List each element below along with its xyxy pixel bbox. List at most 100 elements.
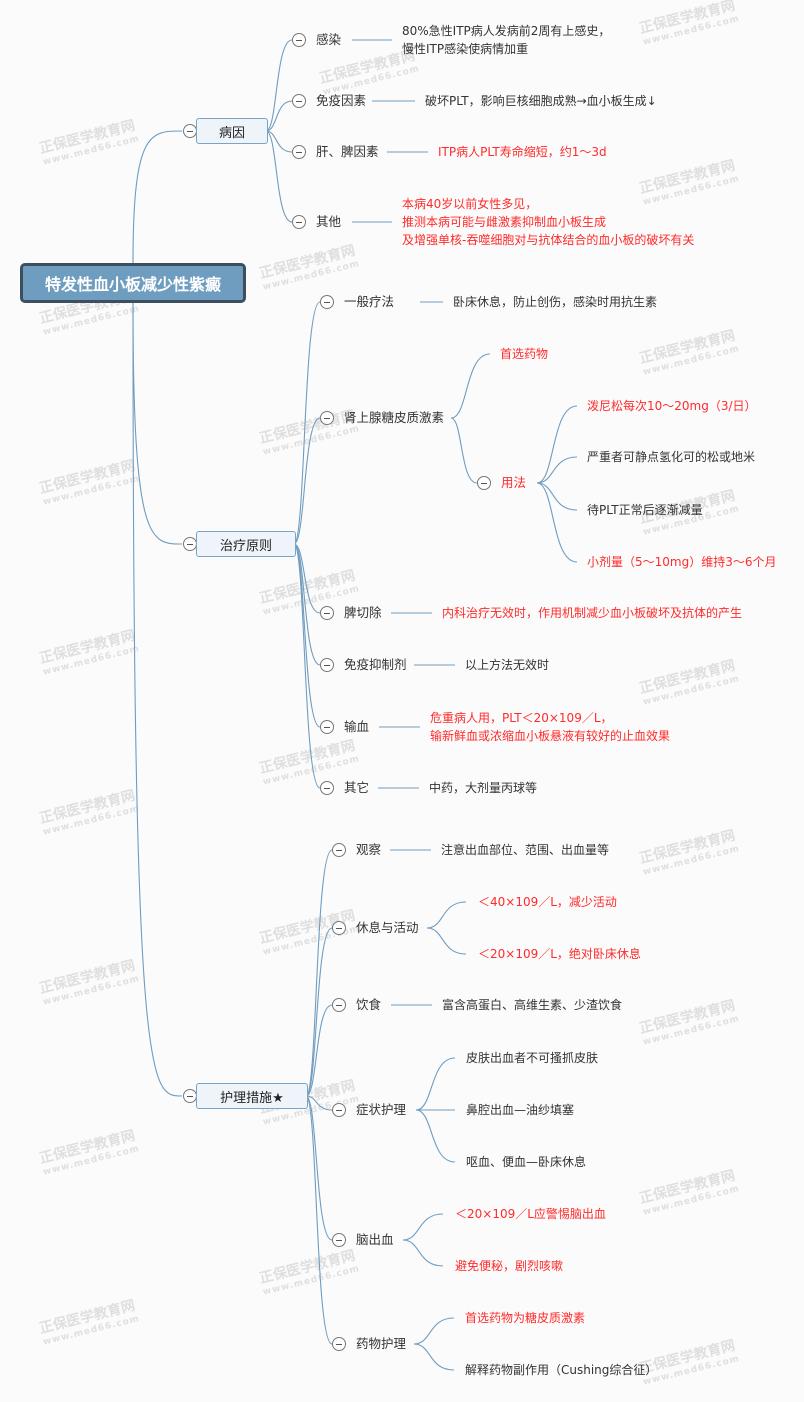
topic-label[interactable]: 免疫抑制剂 [344,657,407,672]
topic-detail: 慢性ITP感染使病情加重 [402,42,529,56]
collapse-toggle[interactable] [477,476,491,490]
topic-label[interactable]: 饮食 [356,997,382,1012]
connector [426,927,467,955]
subtopic-item[interactable]: 鼻腔出血—油纱填塞 [466,1103,575,1117]
topic-label[interactable]: 肝、脾因素 [316,144,379,159]
topic-label[interactable]: 感染 [316,32,342,47]
topic-detail: 输新鲜血或浓缩血小板悬液有较好的止血效果 [430,729,671,743]
connector [402,1239,444,1267]
subtopic-item[interactable]: 解释药物副作用（Cushing综合征） [465,1363,658,1377]
collapse-toggle[interactable] [320,781,334,795]
connector [132,302,183,1097]
connector [293,543,321,666]
topic-detail: 破坏PLT，影响巨核细胞成熟→血小板生成↓ [425,94,657,108]
connector [413,1343,455,1371]
subtopic-item[interactable]: 小剂量（5～10mg）维持3～6个月 [587,555,777,569]
topic-label[interactable]: 用法 [501,475,527,490]
topic-detail: 注意出血部位、范围、出血量等 [441,843,610,857]
collapse-toggle[interactable] [320,658,334,672]
collapse-toggle[interactable] [332,843,346,857]
connector [305,1004,333,1097]
connector [413,1317,455,1345]
collapse-toggle[interactable] [292,94,306,108]
connector [450,417,478,484]
connector [536,456,578,484]
connector [293,543,321,614]
topic-detail: 危重病人用，PLT＜20×109／L， [430,711,613,725]
connector [265,130,293,153]
collapse-toggle[interactable] [183,537,197,551]
topic-detail: 推测本病可能与雌激素抑制血小板生成 [402,215,607,229]
connector [305,927,333,1097]
topic-detail: 内科治疗无效时，作用机制减少血小板破坏及抗体的产生 [442,606,743,620]
subtopic-item[interactable]: 泼尼松每次10～20mg（3/日） [587,399,757,413]
connector [536,482,578,511]
connector [305,1095,333,1241]
connector [293,417,321,545]
topic-label[interactable]: 脑出血 [356,1232,394,1247]
topic-detail: 中药，大剂量丙球等 [429,781,538,795]
topic-detail: 富含高蛋白、高维生素、少渣饮食 [442,998,623,1012]
topic-label[interactable]: 药物护理 [356,1336,407,1351]
topic-detail: 80%急性ITP病人发病前2周有上感史， [402,24,611,38]
connector [402,1213,444,1241]
subtopic-item[interactable]: ＜20×109／L应警惕脑出血 [455,1207,606,1221]
subtopic-item[interactable]: 首选药物 [500,347,549,361]
collapse-toggle[interactable] [292,33,306,47]
topic-detail: 卧床休息，防止创伤，感染时用抗生素 [453,295,658,309]
subtopic-item[interactable]: 待PLT正常后逐渐减量 [587,503,703,517]
collapse-toggle[interactable] [292,215,306,229]
collapse-toggle[interactable] [320,606,334,620]
connector [132,302,183,545]
connector [415,1057,456,1111]
topic-label[interactable]: 其它 [344,780,370,795]
subtopic-item[interactable]: ＜40×109／L，减少活动 [478,895,617,909]
topic-detail: ITP病人PLT寿命缩短，约1～3d [438,145,607,159]
connector [293,301,321,545]
branch-topic[interactable]: 病因 [196,118,268,144]
subtopic-item[interactable]: 首选药物为糖皮质激素 [465,1311,586,1325]
connector [536,482,578,563]
branch-topic[interactable]: 护理措施★ [196,1083,308,1109]
connector [265,39,293,132]
connector [305,849,333,1097]
topic-label[interactable]: 脾切除 [344,605,382,620]
topic-label[interactable]: 输血 [344,719,370,734]
subtopic-item[interactable]: 皮肤出血者不可搔抓皮肤 [466,1051,599,1065]
topic-detail: 以上方法无效时 [465,658,550,672]
collapse-toggle[interactable] [332,1233,346,1247]
topic-label[interactable]: 免疫因素 [316,93,367,108]
topic-label[interactable]: 肾上腺糖皮质激素 [344,410,445,425]
topic-label[interactable]: 其他 [316,214,342,229]
connector [415,1109,456,1163]
subtopic-item[interactable]: 避免便秘，剧烈咳嗽 [455,1259,564,1273]
collapse-toggle[interactable] [320,720,334,734]
connector [132,130,183,264]
topic-label[interactable]: 观察 [356,842,382,857]
subtopic-item[interactable]: 呕血、便血—卧床休息 [466,1155,587,1169]
collapse-toggle[interactable] [320,295,334,309]
branch-topic[interactable]: 治疗原则 [196,531,296,557]
connector [305,1095,333,1345]
subtopic-item[interactable]: ＜20×109／L，绝对卧床休息 [478,947,641,961]
collapse-toggle[interactable] [292,145,306,159]
collapse-toggle[interactable] [183,1089,197,1103]
collapse-toggle[interactable] [332,1103,346,1117]
root-topic[interactable]: 特发性血小板减少性紫癜 [20,263,246,303]
collapse-toggle[interactable] [332,921,346,935]
topic-label[interactable]: 一般疗法 [344,294,395,309]
connector [426,901,467,929]
connector [536,405,578,484]
subtopic-item[interactable]: 严重者可静点氢化可的松或地米 [587,450,756,464]
connector [450,353,491,419]
topic-detail: 及增强单核-吞噬细胞对与抗体结合的血小板的破坏有关 [402,233,695,247]
topic-detail: 本病40岁以前女性多见， [402,197,538,211]
topic-label[interactable]: 症状护理 [356,1102,407,1117]
collapse-toggle[interactable] [332,998,346,1012]
topic-label[interactable]: 休息与活动 [356,920,419,935]
connector [293,543,321,789]
connector [265,130,293,223]
collapse-toggle[interactable] [332,1337,346,1351]
collapse-toggle[interactable] [183,124,197,138]
collapse-toggle[interactable] [320,411,334,425]
